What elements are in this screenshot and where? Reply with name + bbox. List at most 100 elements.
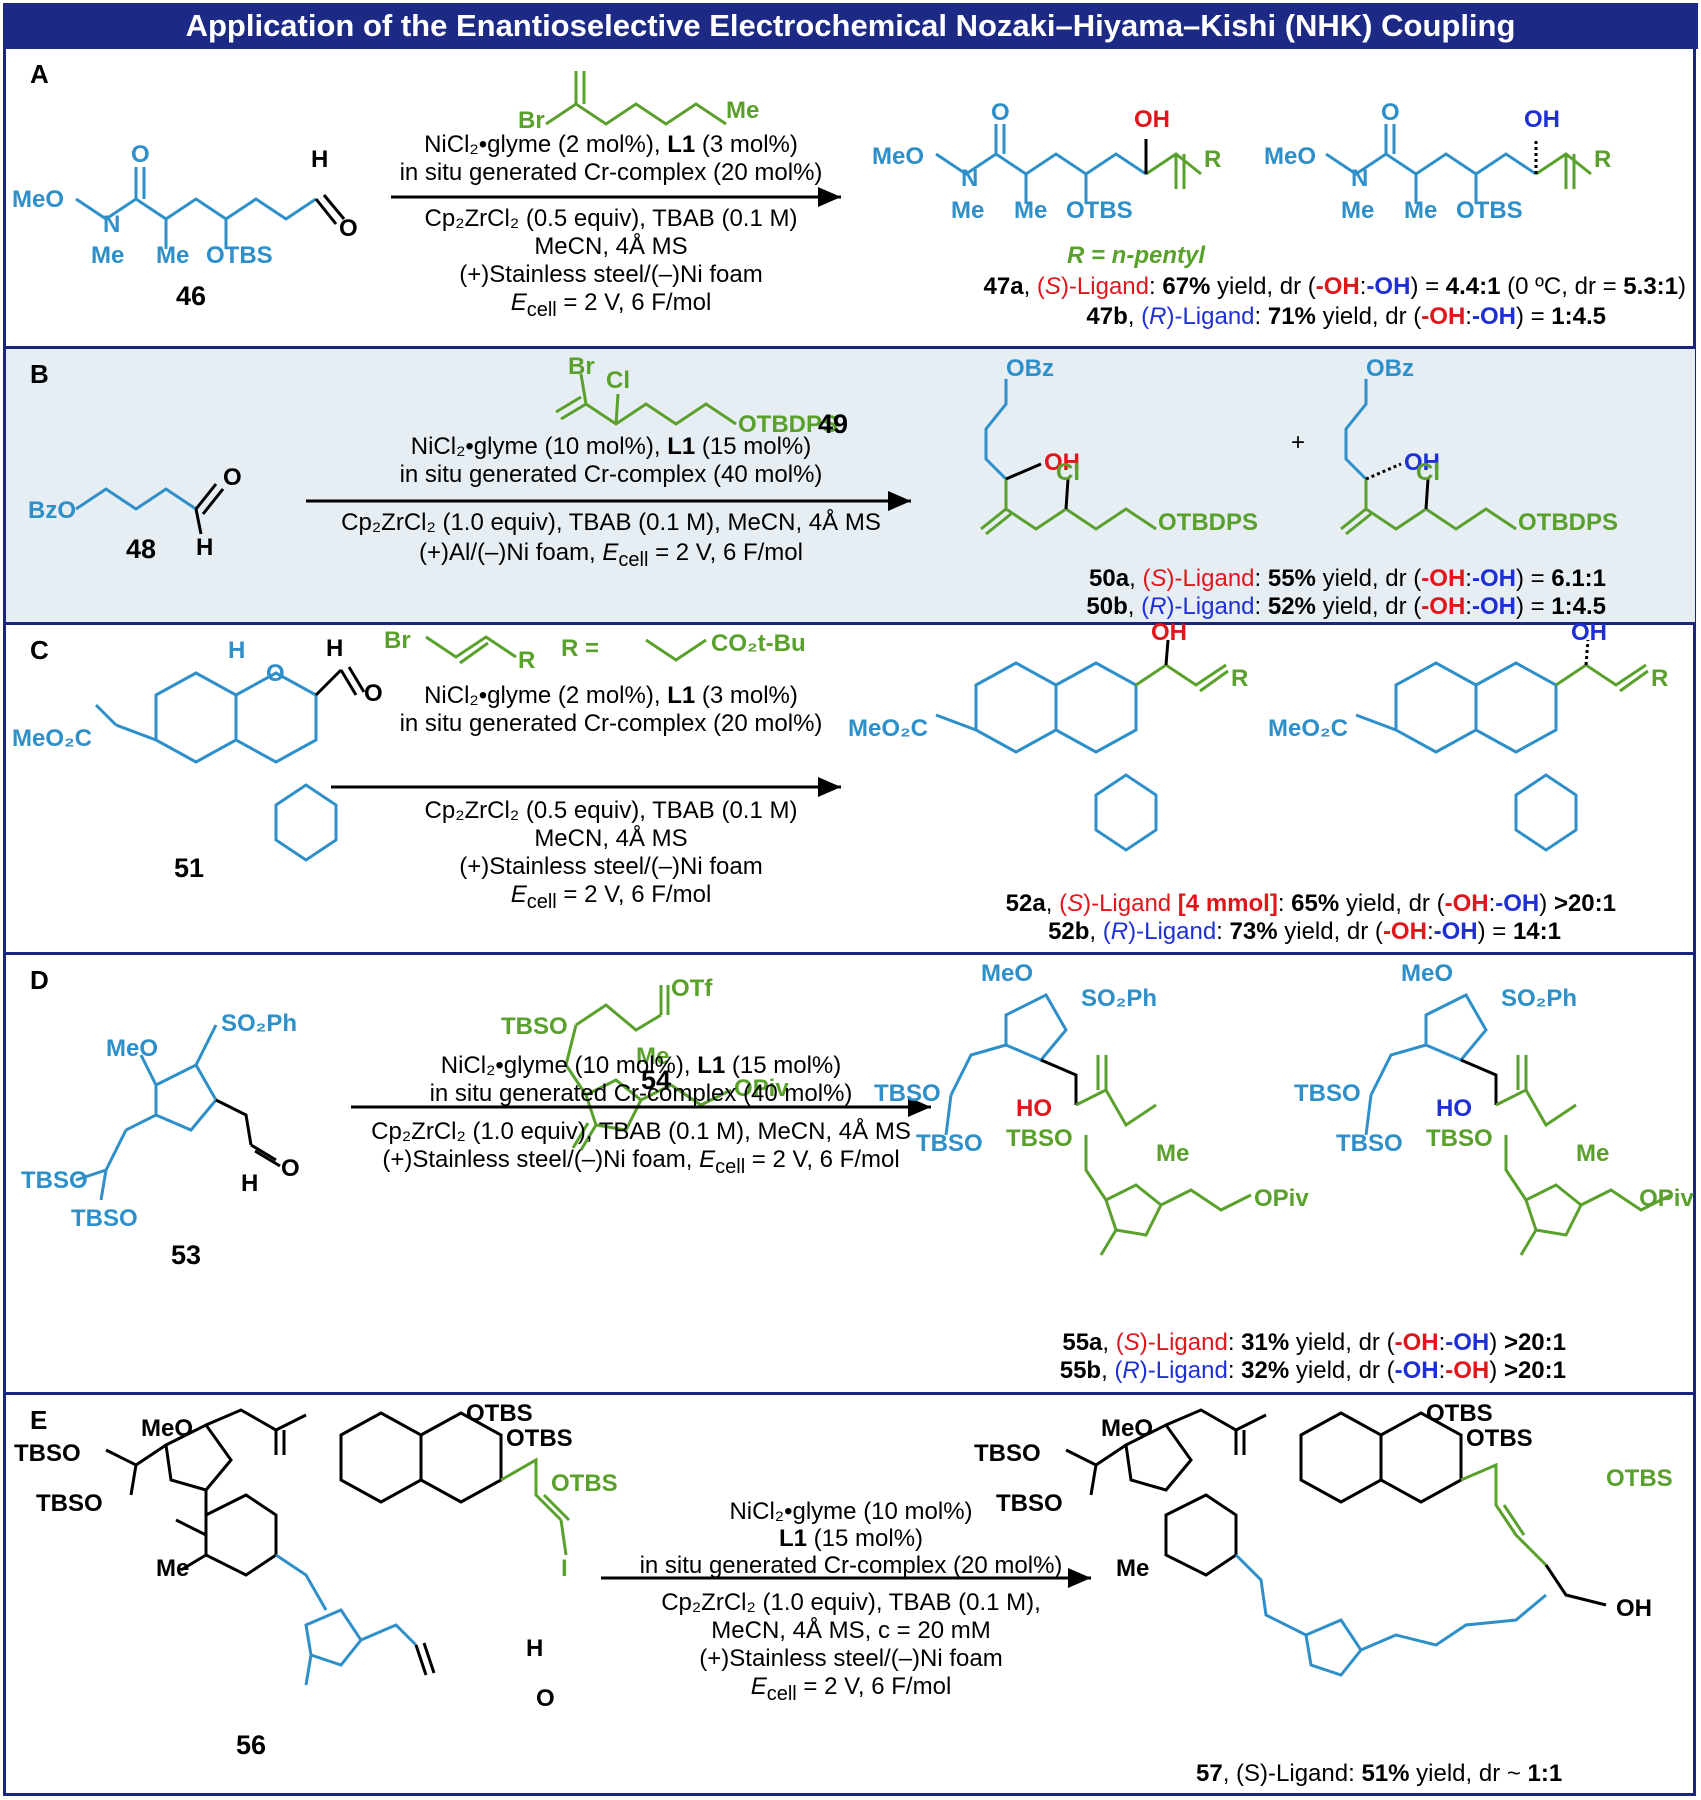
conditions-line-4: MeCN, 4Å MS (534, 825, 688, 852)
meo2c-label: MeO₂C (1268, 715, 1349, 742)
conditions-line-1: NiCl₂•glyme (10 mol%), L1 (15 mol%) (410, 433, 812, 460)
me-label: Me (636, 1043, 670, 1070)
oh-label: OH (1524, 106, 1560, 133)
otbs-label: OTBS (1066, 197, 1133, 224)
meo-label: MeO (1401, 960, 1454, 987)
ho-label: HO (1436, 1095, 1472, 1122)
r-equals: R = (561, 635, 600, 662)
otbs-label: OTBS (1466, 1425, 1533, 1452)
conditions-line-1: NiCl₂•glyme (2 mol%), L1 (3 mol%) (424, 131, 798, 158)
oh-label: OH (1404, 449, 1440, 476)
panel-label: E (30, 1405, 48, 1435)
br-label: Br (518, 107, 545, 134)
conditions-line-4: (+)Al/(–)Ni foam, Ecell = 2 V, 6 F/mol (419, 539, 803, 571)
result-50a: 50a, (S)-Ligand: 55% yield, dr (-OH:-OH)… (1089, 565, 1606, 592)
result-47a: 47a, (S)-Ligand: 67% yield, dr (-OH:-OH)… (983, 273, 1686, 300)
obz-label: OBz (1366, 355, 1414, 382)
panel-label: A (30, 59, 49, 89)
oh-label: OH (1616, 1595, 1652, 1622)
otbs-label: OTBS (551, 1470, 618, 1497)
result-50b: 50b, (R)-Ligand: 52% yield, dr (-OH:-OH)… (1086, 593, 1606, 620)
me-label: Me (156, 1555, 190, 1582)
meo-label: MeO (12, 186, 65, 213)
compound-number-49: 49 (818, 409, 849, 439)
compound-number-46: 46 (176, 281, 207, 311)
aldehyde-h-label: H (311, 146, 329, 173)
me-label: Me (1156, 1140, 1190, 1167)
r-label: R (1204, 146, 1222, 173)
aldehyde-o-label: O (364, 680, 383, 707)
aldehyde-o-label: O (339, 215, 358, 242)
result-52b: 52b, (R)-Ligand: 73% yield, dr (-OH:-OH)… (1048, 918, 1561, 945)
plus-sign: + (1291, 429, 1306, 456)
meo2c-label: MeO₂C (12, 725, 93, 752)
me-label: Me (951, 197, 985, 224)
panel-label: B (30, 359, 49, 389)
otbs-label: OTBS (506, 1425, 573, 1452)
tbso-label: TBSO (916, 1130, 983, 1157)
aldehyde-h-label: H (196, 534, 214, 561)
otbs-label: OTBS (466, 1400, 533, 1427)
otf-label: OTf (671, 975, 713, 1002)
conditions-line-4: (+)Stainless steel/(–)Ni foam, Ecell = 2… (382, 1146, 900, 1178)
conditions-line-6: (+)Stainless steel/(–)Ni foam (699, 1645, 1003, 1672)
compound-number-53: 53 (171, 1240, 202, 1270)
panel-e: E (6, 1395, 1695, 1795)
aldehyde-h-label: H (526, 1635, 544, 1662)
conditions-line-5: (+)Stainless steel/(–)Ni foam (459, 853, 763, 880)
result-55b: 55b, (R)-Ligand: 32% yield, dr (-OH:-OH)… (1059, 1357, 1566, 1384)
panel-b-structures (75, 373, 1517, 536)
me-label: Me (1341, 197, 1375, 224)
so2ph-label: SO₂Ph (1081, 985, 1158, 1012)
br-label: Br (384, 627, 411, 654)
carbonyl-o-label: O (991, 99, 1010, 126)
meo-label: MeO (872, 143, 925, 170)
conditions-line-3: in situ generated Cr-complex (20 mol%) (639, 1552, 1063, 1579)
tbso-label: TBSO (21, 1167, 88, 1194)
conditions-line-2: in situ generated Cr-complex (20 mol%) (399, 159, 823, 186)
result-47b: 47b, (R)-Ligand: 71% yield, dr (-OH:-OH)… (1086, 303, 1606, 330)
compound-number-54: 54 (641, 1065, 672, 1095)
conditions-line-3: Cp₂ZrCl₂ (1.0 equiv), TBAB (0.1 M), MeCN… (371, 1118, 911, 1145)
h-label: H (228, 637, 246, 664)
conditions-line-6: Ecell = 2 V, 6 F/mol (510, 289, 712, 321)
otbs-label: OTBS (206, 242, 273, 269)
meo-label: MeO (1101, 1415, 1154, 1442)
conditions-line-2: in situ generated Cr-complex (40 mol%) (399, 461, 823, 488)
conditions-line-3: Cp₂ZrCl₂ (0.5 equiv), TBAB (0.1 M) (424, 205, 798, 232)
oh-label: OH (1134, 106, 1170, 133)
n-label: N (1351, 165, 1369, 192)
aldehyde-o-label: O (223, 464, 242, 491)
me-label: Me (726, 97, 760, 124)
conditions-line-2: in situ generated Cr-complex (40 mol%) (429, 1080, 853, 1107)
conditions-line-1: NiCl₂•glyme (10 mol%) (729, 1498, 973, 1525)
otbs-label: OTBS (1456, 197, 1523, 224)
panel-label: C (30, 635, 49, 665)
conditions-line-6: Ecell = 2 V, 6 F/mol (510, 881, 712, 913)
tbso-label: TBSO (1294, 1080, 1361, 1107)
conditions-line-1: NiCl₂•glyme (10 mol%), L1 (15 mol%) (440, 1052, 842, 1079)
opiv-label: OPiv (1254, 1185, 1309, 1212)
carbonyl-o-label: O (131, 141, 150, 168)
panel-c: C (6, 619, 1695, 955)
otbdps-label: OTBDPS (1518, 509, 1619, 536)
tbso-label: TBSO (501, 1013, 568, 1040)
oh-label: OH (1151, 619, 1187, 646)
obz-label: OBz (1006, 355, 1054, 382)
oh-label: OH (1571, 619, 1607, 646)
carbonyl-o-label: O (1381, 99, 1400, 126)
compound-number-56: 56 (236, 1730, 267, 1760)
n-label: N (103, 211, 121, 238)
panel-label: D (30, 965, 49, 995)
so2ph-label: SO₂Ph (221, 1010, 298, 1037)
me-label: Me (1014, 197, 1048, 224)
meo2c-label: MeO₂C (848, 715, 929, 742)
tbso-label: TBSO (996, 1490, 1063, 1517)
conditions-line-4: Cp₂ZrCl₂ (1.0 equiv), TBAB (0.1 M), (661, 1589, 1041, 1616)
r-label: R (1651, 665, 1669, 692)
n-label: N (961, 165, 979, 192)
conditions-line-4: MeCN, 4Å MS (534, 233, 688, 260)
me-label: Me (1116, 1555, 1150, 1582)
panel-b: B BzO O H 48 Br (6, 349, 1695, 625)
aldehyde-o-label: O (536, 1685, 555, 1712)
